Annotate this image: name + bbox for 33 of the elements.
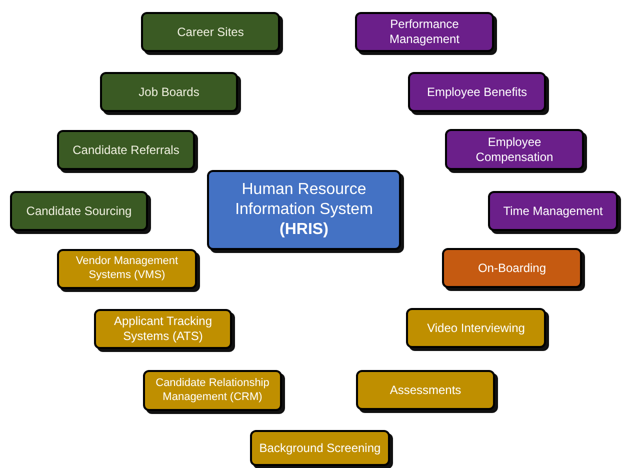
rounded-box	[250, 430, 390, 466]
box-label: Candidate Sourcing	[26, 204, 132, 218]
rounded-box	[445, 129, 584, 170]
box-label: Employee Compensation	[474, 134, 554, 164]
box-label: Candidate Referrals	[72, 142, 180, 158]
box-subtitle: (HRIS)	[280, 220, 328, 240]
rounded-box	[408, 72, 546, 112]
box-label: Background Screening	[259, 440, 381, 456]
box-label: Video Interviewing	[427, 320, 525, 336]
rounded-box	[10, 191, 148, 231]
rounded-box	[207, 170, 401, 250]
rounded-box	[57, 249, 197, 289]
rounded-box	[143, 370, 282, 411]
box-label: Employee Benefits	[426, 84, 528, 100]
rounded-box	[355, 12, 494, 52]
box-label: Applicant Tracking Systems (ATS)	[112, 314, 214, 344]
rounded-box	[442, 248, 582, 288]
rounded-box	[141, 12, 280, 52]
box-label: On-Boarding	[478, 260, 546, 276]
box-label: Candidate Relationship Management (CRM)	[154, 376, 270, 404]
rounded-box	[488, 191, 618, 231]
rounded-box	[94, 309, 232, 349]
box-label: Vendor Management Systems (VMS)	[74, 255, 180, 283]
box-label: Career Sites	[177, 24, 244, 40]
box-label: Assessments	[390, 382, 462, 398]
rounded-box	[57, 130, 195, 170]
box-label: Time Management	[503, 204, 603, 218]
rounded-box	[356, 370, 495, 410]
rounded-box	[100, 72, 238, 112]
box-label: Human Resource Information System	[234, 180, 374, 220]
box-label: Job Boards	[138, 84, 200, 100]
box-label: Performance Management	[388, 17, 461, 47]
rounded-box	[406, 308, 546, 348]
